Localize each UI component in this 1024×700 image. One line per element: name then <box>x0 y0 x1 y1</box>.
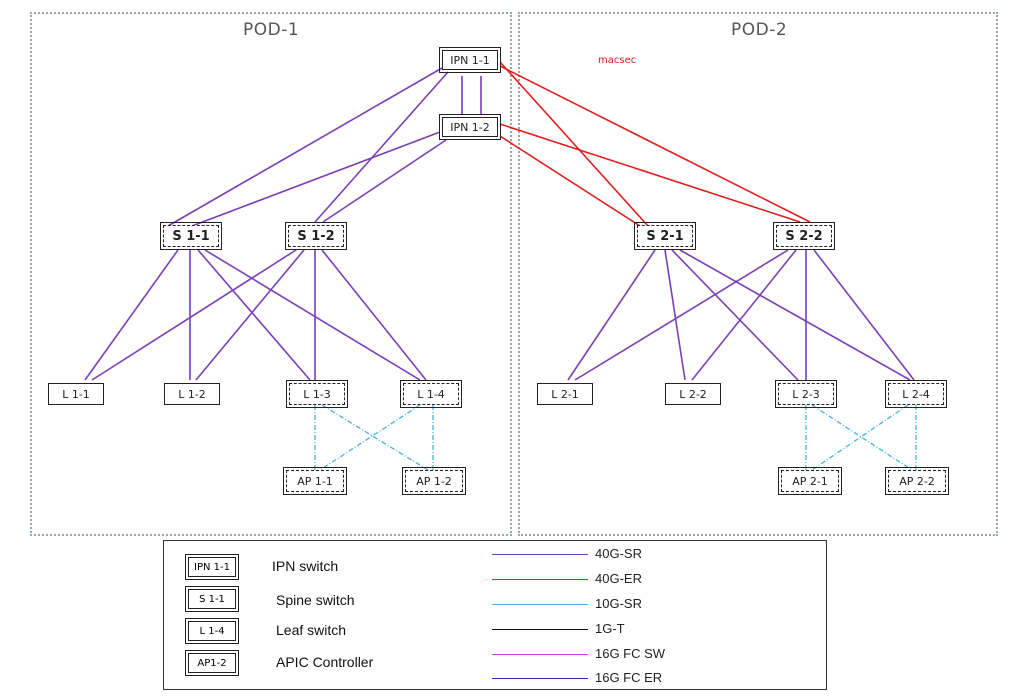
ipn-switch-1-2[interactable]: IPN 1-2 <box>439 114 501 140</box>
pod-2-title: POD-2 <box>731 20 788 40</box>
leaf-switch-1-3[interactable]: L 1-3 <box>286 380 348 408</box>
link-l13-ap12 <box>321 404 429 471</box>
legend-label-apic: APIC Controller <box>276 654 374 670</box>
link-ipn12-s21 <box>499 135 641 227</box>
legend-label-40g-sr: 40G-SR <box>595 546 642 561</box>
legend-label-ipn: IPN switch <box>272 558 339 574</box>
link-s22-l22 <box>691 249 797 381</box>
spine-switch-1-1[interactable]: S 1-1 <box>160 222 222 250</box>
legend-line-40g-er <box>492 579 588 580</box>
legend-line-16g-fc-er <box>492 678 588 679</box>
link-s11-l13 <box>197 249 311 381</box>
legend-label-16g-fc-er: 16G FC ER <box>595 670 663 685</box>
link-l14-ap11 <box>319 404 421 471</box>
legend-label-16g-fc-sw: 16G FC SW <box>595 646 666 661</box>
legend-label-leaf: Leaf switch <box>276 622 347 638</box>
pod-1-frame <box>30 12 512 536</box>
legend-line-40g-sr <box>492 554 588 555</box>
link-ipn11-s11 <box>167 67 443 227</box>
legend-label-1g-t: 1G-T <box>595 621 625 636</box>
apic-controller-2-1[interactable]: AP 2-1 <box>778 467 842 495</box>
link-s11-l14 <box>204 249 421 381</box>
legend-label-10g-sr: 10G-SR <box>595 596 642 611</box>
legend-box-spine: S 1-1 <box>185 586 239 612</box>
link-s21-l21 <box>567 249 656 381</box>
leaf-switch-2-4[interactable]: L 2-4 <box>885 380 947 408</box>
legend-label-spine: Spine switch <box>276 592 355 608</box>
link-s21-l24 <box>679 249 911 381</box>
link-s21-l22 <box>664 249 686 381</box>
link-l24-ap21 <box>811 404 909 471</box>
link-s21-l23 <box>671 249 799 381</box>
link-s11-l11 <box>84 249 179 381</box>
spine-switch-2-2[interactable]: S 2-2 <box>773 222 835 250</box>
link-ipn12-s22 <box>499 123 801 223</box>
link-s12-l12 <box>195 249 305 381</box>
apic-controller-2-2[interactable]: AP 2-2 <box>885 467 949 495</box>
legend-box-leaf: L 1-4 <box>185 618 239 644</box>
apic-controller-1-1[interactable]: AP 1-1 <box>283 467 347 495</box>
spine-switch-2-1[interactable]: S 2-1 <box>634 222 696 250</box>
link-ipn11-s21 <box>499 61 649 227</box>
leaf-switch-2-1[interactable]: L 2-1 <box>537 383 593 405</box>
link-ipn11-s12 <box>314 71 449 223</box>
link-s22-l24 <box>813 249 915 381</box>
legend-box-apic: AP1-2 <box>185 650 239 676</box>
link-l23-ap22 <box>811 404 913 471</box>
leaf-switch-2-3[interactable]: L 2-3 <box>775 380 837 408</box>
legend-line-1g-t <box>492 629 588 630</box>
apic-controller-1-2[interactable]: AP 1-2 <box>402 467 466 495</box>
leaf-switch-1-4[interactable]: L 1-4 <box>400 380 462 408</box>
ipn-switch-1-1[interactable]: IPN 1-1 <box>439 47 501 73</box>
pod-1-title: POD-1 <box>243 20 300 40</box>
link-ipn12-s12 <box>322 139 447 223</box>
legend-line-16g-fc-sw <box>492 654 588 655</box>
legend: IPN 1-1 IPN switch S 1-1 Spine switch L … <box>163 540 827 690</box>
link-ipn12-s11 <box>191 131 441 227</box>
macsec-label: macsec <box>598 55 637 66</box>
leaf-switch-2-2[interactable]: L 2-2 <box>665 383 721 405</box>
legend-label-40g-er: 40G-ER <box>595 571 642 586</box>
leaf-switch-1-1[interactable]: L 1-1 <box>48 383 104 405</box>
link-s22-l21 <box>574 249 789 381</box>
legend-line-10g-sr <box>492 604 588 605</box>
link-s12-l11 <box>91 249 297 381</box>
link-s12-l14 <box>321 249 427 381</box>
leaf-switch-1-2[interactable]: L 1-2 <box>164 383 220 405</box>
legend-box-ipn: IPN 1-1 <box>185 554 239 580</box>
spine-switch-1-2[interactable]: S 1-2 <box>285 222 347 250</box>
link-ipn11-s22 <box>499 65 811 223</box>
pod-2-frame <box>518 12 998 536</box>
